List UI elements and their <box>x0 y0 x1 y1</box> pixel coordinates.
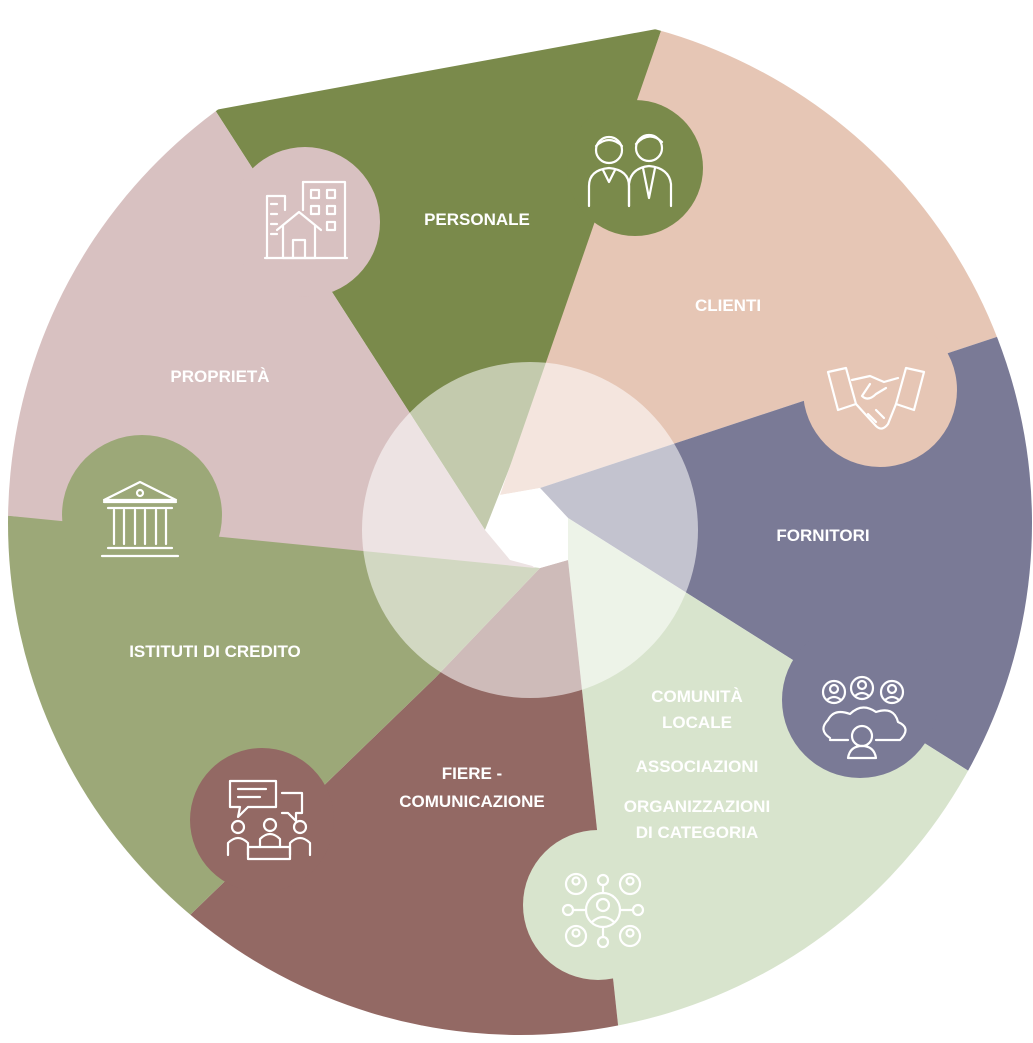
label-fiere-1: FIERE - <box>442 764 502 783</box>
meeting-icon <box>226 779 312 861</box>
label-clienti: CLIENTI <box>695 296 761 315</box>
label-istituti: ISTITUTI DI CREDITO <box>129 642 301 661</box>
knob-istituti <box>62 435 222 595</box>
network-cloud-icon <box>821 675 907 760</box>
buildings-icon <box>263 180 349 260</box>
label-comunita-4: ORGANIZZAZIONI <box>624 797 770 816</box>
community-network-icon <box>561 872 645 949</box>
label-comunita-5: DI CATEGORIA <box>636 823 758 842</box>
label-proprieta: PROPRIETÀ <box>170 367 269 386</box>
center-hub <box>485 488 568 568</box>
people-icon <box>587 133 673 208</box>
label-personale: PERSONALE <box>424 210 530 229</box>
label-fornitori: FORNITORI <box>776 526 869 545</box>
knob-fornitori <box>782 622 938 778</box>
knob-fiere <box>190 748 334 892</box>
bank-icon <box>100 480 180 558</box>
label-comunita-2: LOCALE <box>662 713 732 732</box>
handshake-icon <box>826 366 926 430</box>
label-comunita-1: COMUNITÀ <box>651 687 743 706</box>
knob-proprieta <box>230 147 380 297</box>
knob-personale <box>567 100 703 236</box>
label-fiere-2: COMUNICAZIONE <box>399 792 544 811</box>
knob-clienti <box>803 313 957 467</box>
label-comunita-3: ASSOCIAZIONI <box>636 757 759 776</box>
